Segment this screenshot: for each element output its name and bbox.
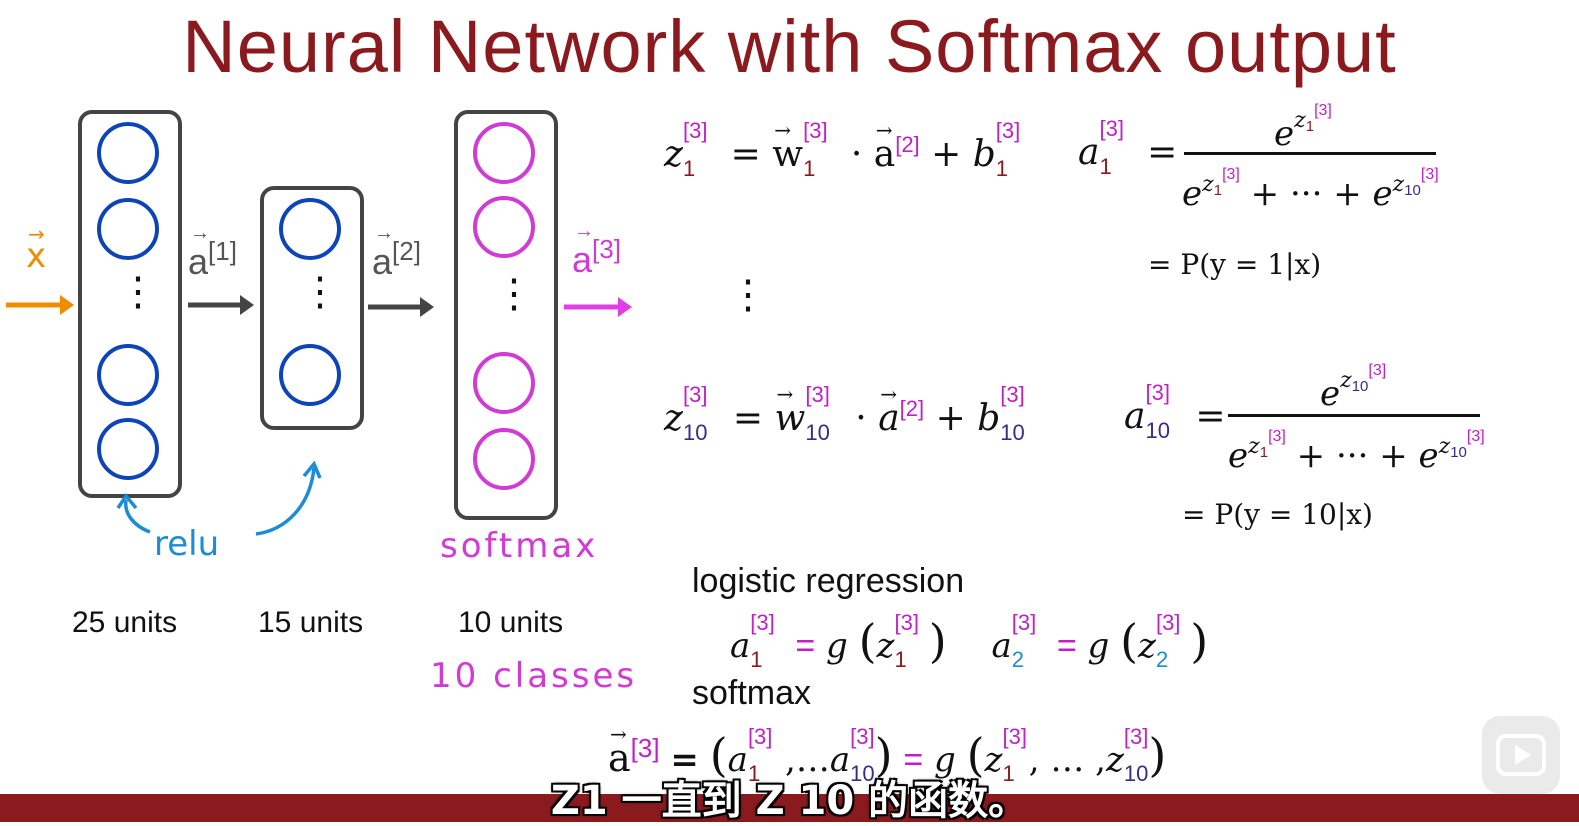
logistic-equations: a[3]1 = g (z[3]1) a[3]2 = g (z[3]2) [730,610,1209,672]
layer3-vdots: ⋮ [494,272,534,316]
a10-equation: a[3]10 = [1124,380,1226,443]
vector-arrow-icon: → [374,222,394,244]
vector-arrow-icon: → [574,220,594,242]
video-subtitle: Z1 一直到 Z 10 的函数。 [550,778,1029,824]
z1-equation: z[3]1 = →w[3]1 · →a[2] + b[3]1 [664,118,1021,181]
softmax-label: softmax [692,674,812,712]
relu-arrows [116,460,322,536]
bottom-bar [0,794,1579,822]
a10-fraction-bar [1228,414,1480,417]
prob-y1: = P(y = 1|x) [1148,248,1322,281]
a1-label: → a[1] [188,222,237,282]
layer3-neuron [473,196,535,258]
layer1-vdots: ⋮ [118,270,158,314]
play-button[interactable] [1482,716,1560,794]
vector-arrow-icon: → [190,222,210,244]
classes-label: 10 classes [430,656,638,696]
a2-label: → a[2] [372,222,421,282]
page-title: Neural Network with Softmax output [182,5,1397,88]
arrow-layer2-to-layer3 [368,297,434,317]
relu-label: relu [154,524,220,564]
vector-arrow-icon: → [28,222,45,246]
input-arrow [6,295,74,315]
arrow-layer1-to-layer2 [188,295,254,315]
a1-equation: a[3]1 = [1078,116,1178,179]
a1-denominator: ez1[3] + ··· + ez10[3] [1182,166,1439,214]
prob-y10: = P(y = 10|x) [1182,498,1373,531]
equations-vdots: ⋮ [728,273,768,317]
a10-denominator: ez1[3] + ··· + ez10[3] [1228,428,1485,476]
softmax-handwritten-label: softmax [440,526,599,566]
a1-numerator: ez1[3] [1274,102,1332,154]
layer2-units: 15 units [258,606,364,639]
layer1-units: 25 units [72,606,178,639]
layer3-neuron [473,122,535,184]
layer1-neuron [97,122,159,184]
layer3-neuron [473,352,535,414]
a3-label: → a[3] [572,220,621,280]
a1-fraction-bar [1184,152,1436,155]
layer3-neuron [473,428,535,490]
input-x-label: → x [26,222,47,276]
layer2-neuron [279,344,341,406]
layer2-neuron [279,198,341,260]
a10-numerator: ez10[3] [1320,362,1387,414]
z10-equation: z[3]10 = →w[3]10 · →a[2] + b[3]10 [664,382,1025,445]
layer1-neuron [97,418,159,480]
play-icon [1496,734,1546,776]
logistic-regression-label: logistic regression [692,562,965,600]
layer2-vdots: ⋮ [300,270,340,314]
layer3-units: 10 units [458,606,564,639]
output-arrow [564,297,632,317]
layer1-neuron [97,198,159,260]
softmax-equation: →a[3] = (a[3]1 ,…a[3]10) = g (z[3]1, … ,… [608,722,1167,786]
layer1-neuron [97,344,159,406]
